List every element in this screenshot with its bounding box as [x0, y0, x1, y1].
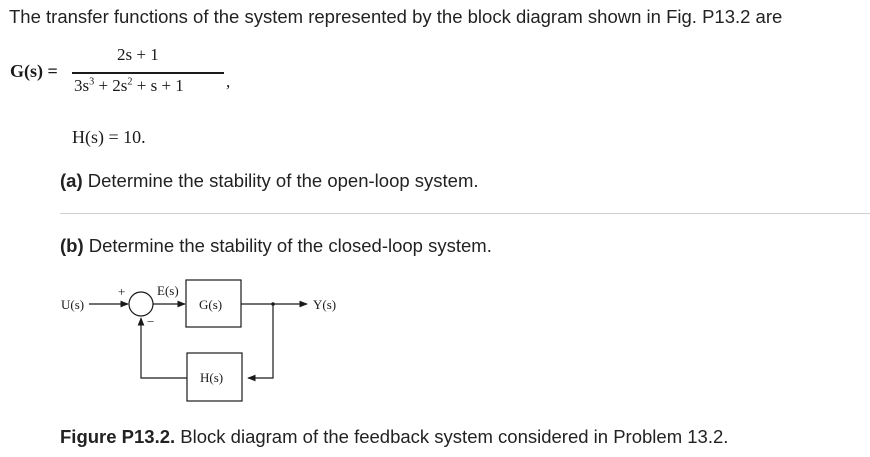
g-denominator: 3s3 + 2s2 + s + 1 — [74, 76, 184, 95]
takeoff-point — [271, 302, 275, 306]
output-signal-label: Y(s) — [313, 297, 336, 312]
block-diagram: U(s) + E(s) G(s) Y(s) − H(s) — [61, 279, 336, 402]
part-b-label: (b) — [60, 235, 84, 256]
figure-caption-text: Block diagram of the feedback system con… — [175, 426, 729, 447]
figure-caption: Figure P13.2. Block diagram of the feedb… — [60, 426, 728, 448]
summing-junction — [128, 291, 154, 317]
figure-caption-label: Figure P13.2. — [60, 426, 176, 447]
part-a-question: (a) Determine the stability of the open-… — [60, 170, 479, 192]
problem-intro: The transfer functions of the system rep… — [9, 6, 783, 27]
part-a-text: Determine the stability of the open-loop… — [82, 170, 479, 191]
fraction-bar — [72, 72, 224, 74]
g-function-label: G(s) = — [10, 61, 58, 81]
h-block-label: H(s) — [200, 370, 223, 385]
feedback-path-right — [247, 304, 274, 382]
h-block — [186, 352, 243, 402]
plus-sign: + — [118, 284, 125, 299]
part-b-text: Determine the stability of the closed-lo… — [83, 235, 492, 256]
section-divider — [60, 213, 870, 214]
g-numerator: 2s + 1 — [117, 45, 159, 64]
error-signal-label: E(s) — [157, 283, 179, 298]
part-a-label: (a) — [60, 170, 83, 191]
g-trailing-comma: , — [226, 72, 231, 91]
input-signal-label: U(s) — [61, 297, 84, 312]
part-b-question: (b) Determine the stability of the close… — [60, 235, 492, 257]
h-function-equation: H(s) = 10. — [72, 127, 146, 147]
g-block-label: G(s) — [199, 297, 222, 312]
minus-sign: − — [147, 314, 154, 329]
feedback-path-left — [137, 317, 187, 379]
